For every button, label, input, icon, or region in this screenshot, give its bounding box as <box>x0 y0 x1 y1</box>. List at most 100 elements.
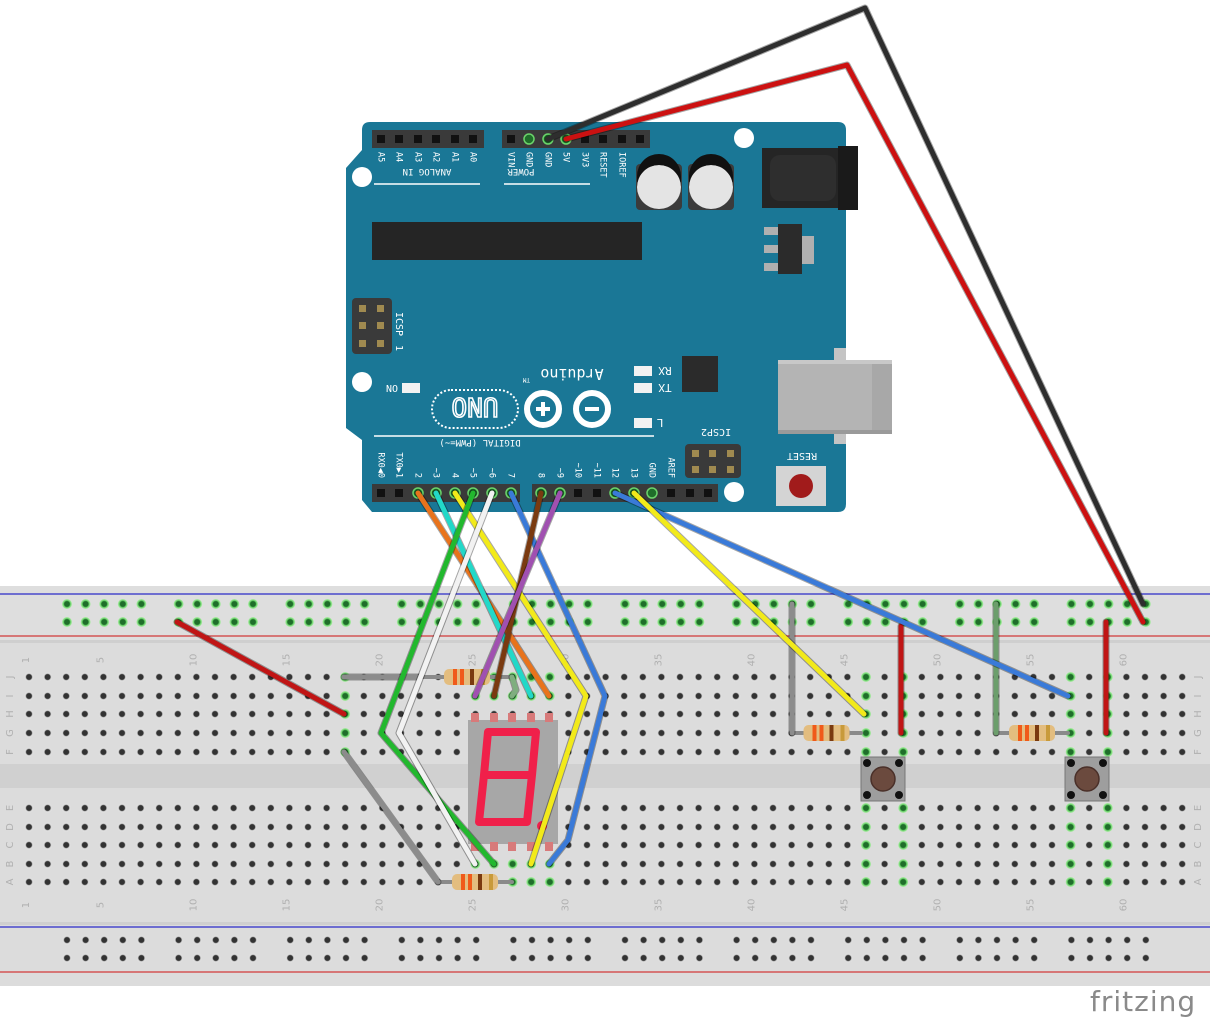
breadboard-hole[interactable] <box>601 803 611 813</box>
breadboard-hole[interactable] <box>247 747 257 757</box>
breadboard-hole[interactable] <box>1028 877 1038 887</box>
breadboard-hole[interactable] <box>24 840 34 850</box>
breadboard-hole[interactable] <box>694 803 704 813</box>
breadboard-hole[interactable] <box>415 747 425 757</box>
rail-hole[interactable] <box>211 953 221 963</box>
breadboard-hole[interactable] <box>210 747 220 757</box>
breadboard-hole[interactable] <box>24 859 34 869</box>
breadboard-hole[interactable] <box>1065 859 1076 869</box>
breadboard-hole[interactable] <box>229 877 239 887</box>
rail-hole[interactable] <box>248 935 258 945</box>
breadboard-hole[interactable] <box>117 822 127 832</box>
breadboard-hole[interactable] <box>43 691 53 701</box>
breadboard-hole[interactable] <box>787 859 797 869</box>
breadboard-hole[interactable] <box>749 859 760 869</box>
rail-hole[interactable] <box>992 935 1002 945</box>
breadboard-hole[interactable] <box>954 859 964 869</box>
rail-hole[interactable] <box>806 935 816 945</box>
breadboard-hole[interactable] <box>1047 709 1057 719</box>
breadboard-hole[interactable] <box>229 709 239 719</box>
breadboard-hole[interactable] <box>749 672 760 682</box>
breadboard-hole[interactable] <box>1065 877 1076 887</box>
breadboard-hole[interactable] <box>880 840 890 850</box>
breadboard-hole[interactable] <box>731 840 741 850</box>
pin7[interactable] <box>508 490 608 867</box>
breadboard-hole[interactable] <box>880 877 890 887</box>
breadboard-hole[interactable] <box>340 803 350 813</box>
breadboard-hole[interactable] <box>1047 747 1057 757</box>
rail-hole[interactable] <box>415 599 426 609</box>
breadboard-hole[interactable] <box>619 877 629 887</box>
breadboard-hole[interactable] <box>303 709 313 719</box>
rail-hole[interactable] <box>582 617 593 627</box>
rail-hole[interactable] <box>1010 617 1021 627</box>
breadboard-hole[interactable] <box>266 747 276 757</box>
header-pin[interactable] <box>574 489 582 497</box>
header-pin[interactable] <box>599 135 607 143</box>
rail-hole[interactable] <box>452 599 463 609</box>
breadboard-hole[interactable] <box>1177 728 1187 738</box>
breadboard-hole[interactable] <box>694 672 704 682</box>
breadboard-hole[interactable] <box>991 822 1001 832</box>
rail-hole[interactable] <box>192 935 202 945</box>
breadboard-hole[interactable] <box>322 803 332 813</box>
breadboard-hole[interactable] <box>861 672 871 682</box>
breadboard-hole[interactable] <box>675 840 685 850</box>
breadboard-hole[interactable] <box>284 859 294 869</box>
breadboard-hole[interactable] <box>805 822 815 832</box>
rail-hole[interactable] <box>564 599 575 609</box>
rail-hole[interactable] <box>117 599 128 609</box>
breadboard-hole[interactable] <box>322 672 332 682</box>
header-pin[interactable] <box>704 489 712 497</box>
rail-hole[interactable] <box>322 953 332 963</box>
breadboard-hole[interactable] <box>731 859 741 869</box>
breadboard-hole[interactable] <box>340 691 351 701</box>
rail-hole[interactable] <box>732 953 742 963</box>
breadboard-hole[interactable] <box>880 691 890 701</box>
breadboard-hole[interactable] <box>322 840 332 850</box>
breadboard-hole[interactable] <box>415 691 425 701</box>
breadboard-hole[interactable] <box>749 803 760 813</box>
breadboard-hole[interactable] <box>173 877 183 887</box>
breadboard-hole[interactable] <box>1084 840 1094 850</box>
rail-hole[interactable] <box>1029 599 1040 609</box>
rail-hole[interactable] <box>787 935 798 945</box>
rail-hole[interactable] <box>582 599 593 609</box>
breadboard-hole[interactable] <box>1159 672 1169 682</box>
breadboard-hole[interactable] <box>396 859 406 869</box>
rail-hole[interactable] <box>229 617 240 627</box>
breadboard-hole[interactable] <box>80 709 90 719</box>
breadboard-hole[interactable] <box>898 859 909 869</box>
pushbutton-1[interactable] <box>860 756 906 802</box>
breadboard-hole[interactable] <box>43 709 53 719</box>
breadboard-hole[interactable] <box>973 803 983 813</box>
breadboard-hole[interactable] <box>1028 747 1038 757</box>
breadboard-hole[interactable] <box>136 822 146 832</box>
reset-button[interactable] <box>789 474 813 498</box>
rail-hole[interactable] <box>973 953 984 963</box>
breadboard-hole[interactable] <box>210 877 220 887</box>
breadboard-hole[interactable] <box>805 672 815 682</box>
breadboard-hole[interactable] <box>322 822 332 832</box>
breadboard-hole[interactable] <box>210 691 220 701</box>
breadboard-hole[interactable] <box>731 709 741 719</box>
breadboard-hole[interactable] <box>1010 747 1020 757</box>
breadboard-hole[interactable] <box>1159 747 1169 757</box>
breadboard-hole[interactable] <box>452 691 462 701</box>
breadboard-hole[interactable] <box>935 803 946 813</box>
breadboard-hole[interactable] <box>694 822 704 832</box>
breadboard-hole[interactable] <box>359 803 369 813</box>
breadboard-hole[interactable] <box>749 822 760 832</box>
breadboard-hole[interactable] <box>303 840 313 850</box>
breadboard-hole[interactable] <box>1121 672 1131 682</box>
breadboard-hole[interactable] <box>247 877 257 887</box>
breadboard-hole[interactable] <box>136 672 146 682</box>
breadboard-hole[interactable] <box>731 822 741 832</box>
rail-hole[interactable] <box>174 953 184 963</box>
breadboard-hole[interactable] <box>917 822 927 832</box>
breadboard-hole[interactable] <box>954 691 964 701</box>
breadboard-hole[interactable] <box>61 709 71 719</box>
rail-hole[interactable] <box>1066 617 1077 627</box>
breadboard-hole[interactable] <box>656 859 667 869</box>
breadboard-hole[interactable] <box>973 822 983 832</box>
